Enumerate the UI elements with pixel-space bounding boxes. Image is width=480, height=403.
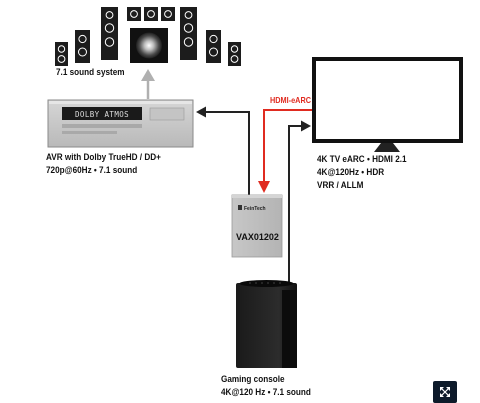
- sound-system-label-text: 7.1 sound system: [56, 67, 125, 78]
- speaker-front-left-icon: [101, 7, 118, 60]
- tv-label-line2: 4K@120Hz • HDR: [317, 167, 385, 178]
- gaming-console: [236, 280, 297, 368]
- avr-display-text: DOLBY ATMOS: [75, 110, 129, 119]
- speaker-rear-left-icon: [55, 42, 68, 66]
- subwoofer-icon: [130, 28, 168, 63]
- brand-logo-icon: [238, 205, 242, 210]
- speaker-side-right-icon: [206, 30, 221, 63]
- avr-receiver: DOLBY ATMOS: [47, 99, 194, 148]
- console-label-line2: 4K@120 Hz • 7.1 sound: [221, 387, 311, 398]
- tv-screen: [316, 61, 459, 139]
- tv: [312, 57, 463, 152]
- tv-label-line1: 4K TV eARC • HDMI 2.1: [317, 154, 407, 165]
- extractor-model: VAX01202: [236, 232, 279, 242]
- avr-to-speakers-arrow: [141, 69, 155, 99]
- extractor-brand: FeinTech: [244, 206, 266, 212]
- avr-label: AVR with Dolby TrueHD / DD+ 720p@60Hz • …: [46, 151, 161, 177]
- speaker-front-right-icon: [180, 7, 197, 60]
- speaker-rear-right-icon: [228, 42, 241, 66]
- console-to-avr-cable: [196, 106, 250, 195]
- console-label-line1: Gaming console: [221, 374, 285, 385]
- console-label: Gaming console 4K@120 Hz • 7.1 sound: [221, 373, 311, 399]
- extractor-box: FeinTech VAX01202: [231, 194, 283, 258]
- console-to-tv-cable: [288, 120, 311, 283]
- sound-system-label: 7.1 sound system: [56, 66, 125, 79]
- expand-arrows-icon: [440, 387, 450, 397]
- speaker-array: [55, 7, 241, 66]
- tv-label: 4K TV eARC • HDMI 2.1 4K@120Hz • HDR VRR…: [317, 153, 407, 192]
- hdmi-earc-cable: [258, 109, 314, 193]
- hdmi-earc-label: HDMI-eARC: [270, 95, 312, 105]
- avr-display: [62, 107, 142, 120]
- tv-label-line3: VRR / ALLM: [317, 180, 364, 191]
- speaker-side-left-icon: [75, 30, 90, 63]
- avr-label-line2: 720p@60Hz • 7.1 sound: [46, 165, 138, 176]
- tv-stand: [374, 143, 400, 152]
- speaker-center-icon: [127, 7, 175, 21]
- expand-button[interactable]: [433, 381, 457, 403]
- avr-label-line1: AVR with Dolby TrueHD / DD+: [46, 152, 161, 163]
